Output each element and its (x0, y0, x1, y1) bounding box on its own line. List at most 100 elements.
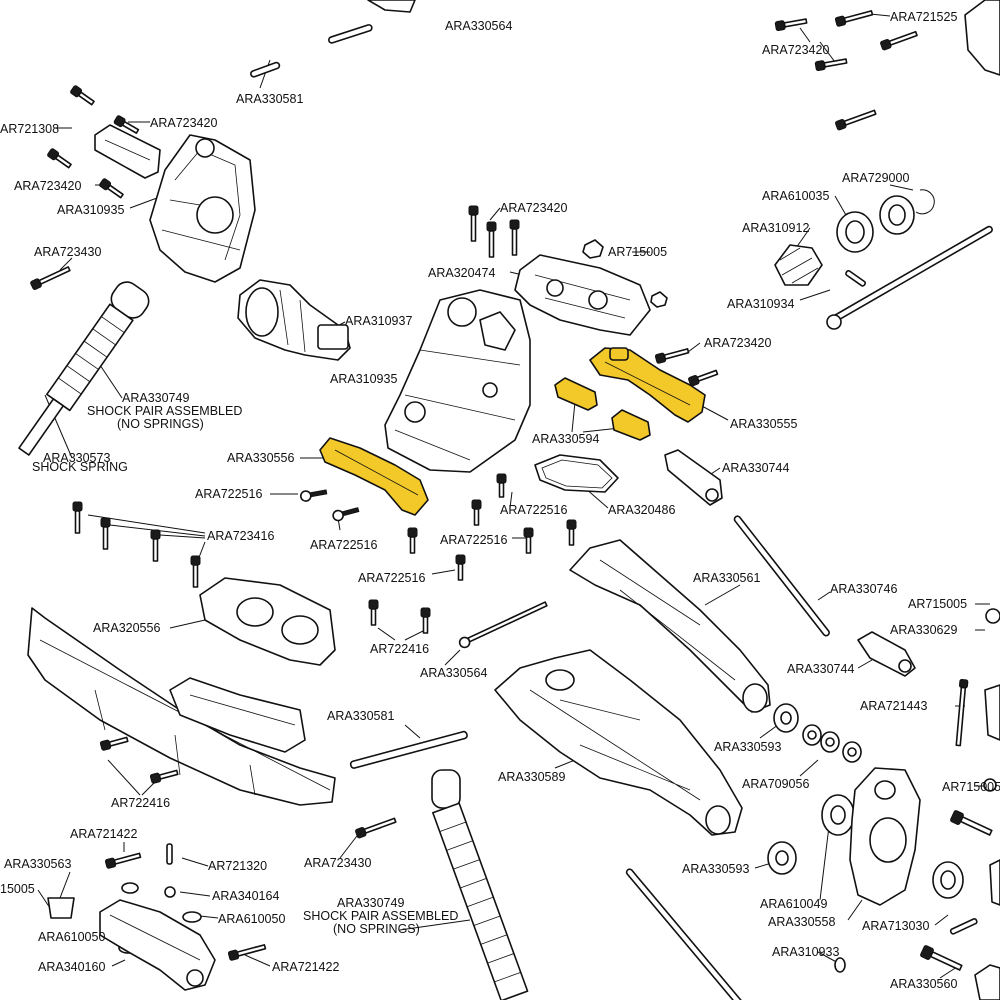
label-ARA310937: ARA310937 (345, 314, 412, 328)
label-ARA310933: ARA310933 (772, 945, 839, 959)
label-ARA723430-top: ARA723430 (34, 245, 101, 259)
label-no-springs-bottom: (NO SPRINGS) (333, 922, 420, 936)
label-AR721308: AR721308 (0, 122, 59, 136)
screw-icon (509, 219, 520, 256)
label-ARA330593-upper: ARA330593 (714, 740, 781, 754)
spacer-highlighted (554, 377, 651, 441)
screw-icon (420, 607, 431, 634)
label-ARA610050-a: ARA610050 (218, 912, 285, 926)
suspension-arm-lower (494, 649, 743, 836)
steering-link-upper (664, 449, 723, 506)
label-shock-pair-bottom: SHOCK PAIR ASSEMBLED (303, 909, 458, 923)
differential-assembly (237, 279, 351, 361)
shock-tower-brace (94, 124, 161, 179)
label-ARA330581-top: ARA330581 (236, 92, 303, 106)
label-ARA721422-b: ARA721422 (272, 960, 339, 974)
screw-icon (955, 678, 969, 747)
screw-icon (496, 473, 507, 498)
label-ARA721422-a: ARA721422 (70, 827, 137, 841)
label-ARA723420-b: ARA723420 (14, 179, 81, 193)
bearings-washers (47, 189, 1000, 973)
screw-icon (834, 10, 874, 27)
label-ARA330560: ARA330560 (890, 977, 957, 991)
label-ARA330593-lower: ARA330593 (682, 862, 749, 876)
screw-icon (523, 527, 534, 554)
arm-mount-lower-highlighted (319, 437, 429, 516)
label-AR715005-lower: AR715005 (942, 780, 1000, 794)
screw-icon (835, 109, 877, 131)
suspension-arm-upper (569, 539, 771, 713)
label-ARA330564-top: ARA330564 (445, 19, 512, 33)
bumper-mount (199, 577, 336, 666)
label-ARA330573: ARA330573 (43, 451, 110, 465)
label-15005: 15005 (0, 882, 35, 896)
screw-icon (814, 58, 848, 72)
screw-icon (471, 499, 482, 526)
label-ARA722516-c: ARA722516 (310, 538, 377, 552)
screw-icon (688, 369, 719, 387)
label-ARA722516-e: ARA722516 (358, 571, 425, 585)
part-labels: ARA330564 ARA721525 ARA723420 ARA330581 … (0, 10, 1000, 991)
label-ARA709056: ARA709056 (742, 777, 809, 791)
screw-icon (486, 221, 497, 258)
bumper-brace (169, 677, 306, 753)
arm-mount-upper-highlighted (589, 347, 706, 423)
pins-and-shafts (166, 24, 993, 1000)
label-ARA722516-d: ARA722516 (440, 533, 507, 547)
right-edge-parts (974, 684, 1000, 1000)
label-ARA330558: ARA330558 (768, 915, 835, 929)
screw-icon (950, 810, 993, 836)
screw-icon (355, 817, 397, 839)
label-ARA330564-center: ARA330564 (420, 666, 487, 680)
label-ARA330581-center: ARA330581 (327, 709, 394, 723)
label-ARA330749-bottom: ARA330749 (337, 896, 404, 910)
label-AR715005-right: AR715005 (908, 597, 967, 611)
label-ARA330629: ARA330629 (890, 623, 957, 637)
label-ARA610049: ARA610049 (760, 897, 827, 911)
label-ARA320556: ARA320556 (93, 621, 160, 635)
gearbox-housing-center (384, 289, 531, 473)
screw-icon (468, 205, 479, 242)
label-ARA723416: ARA723416 (207, 529, 274, 543)
screw-icon (227, 944, 267, 961)
label-ARA722516-b: ARA722516 (500, 503, 567, 517)
label-ARA330589: ARA330589 (498, 770, 565, 784)
screw-icon (72, 501, 83, 534)
top-right-housing (367, 0, 1000, 76)
steering-link-lower (857, 631, 916, 677)
screw-icon (99, 178, 124, 199)
label-ARA330744-lower: ARA330744 (787, 662, 854, 676)
label-ARA340160: ARA340160 (38, 960, 105, 974)
label-ARA729000: ARA729000 (842, 171, 909, 185)
label-ARA721525: ARA721525 (890, 10, 957, 24)
label-ARA330749-left: ARA330749 (122, 391, 189, 405)
screw-icon (104, 852, 142, 869)
label-ARA723420-center: ARA723420 (500, 201, 567, 215)
label-AR715005-top: AR715005 (608, 245, 667, 259)
gearbox-housing-upper (149, 134, 256, 283)
label-ARA310935-center: ARA310935 (330, 372, 397, 386)
label-ARA722516-a: ARA722516 (195, 487, 262, 501)
label-ARA713030: ARA713030 (862, 919, 929, 933)
label-ARA610035: ARA610035 (762, 189, 829, 203)
label-ARA320486: ARA320486 (608, 503, 675, 517)
screw-icon (566, 519, 577, 546)
screw-icon (880, 30, 918, 51)
label-shock-pair-left: SHOCK PAIR ASSEMBLED (87, 404, 242, 418)
screw-icon (190, 555, 201, 588)
shock-absorber-bottom (431, 769, 529, 1000)
screw-icon (30, 266, 71, 290)
screw-icon (407, 527, 418, 554)
screw-icon (458, 601, 548, 649)
screw-icon (920, 945, 963, 971)
label-ARA330563: ARA330563 (4, 857, 71, 871)
label-ARA310935-top: ARA310935 (57, 203, 124, 217)
screw-icons (30, 10, 993, 971)
screw-icon (47, 148, 72, 169)
steering-knuckle (849, 767, 921, 906)
screw-icon (368, 599, 379, 626)
label-ARA330556: ARA330556 (227, 451, 294, 465)
label-ARA320474: ARA320474 (428, 266, 495, 280)
